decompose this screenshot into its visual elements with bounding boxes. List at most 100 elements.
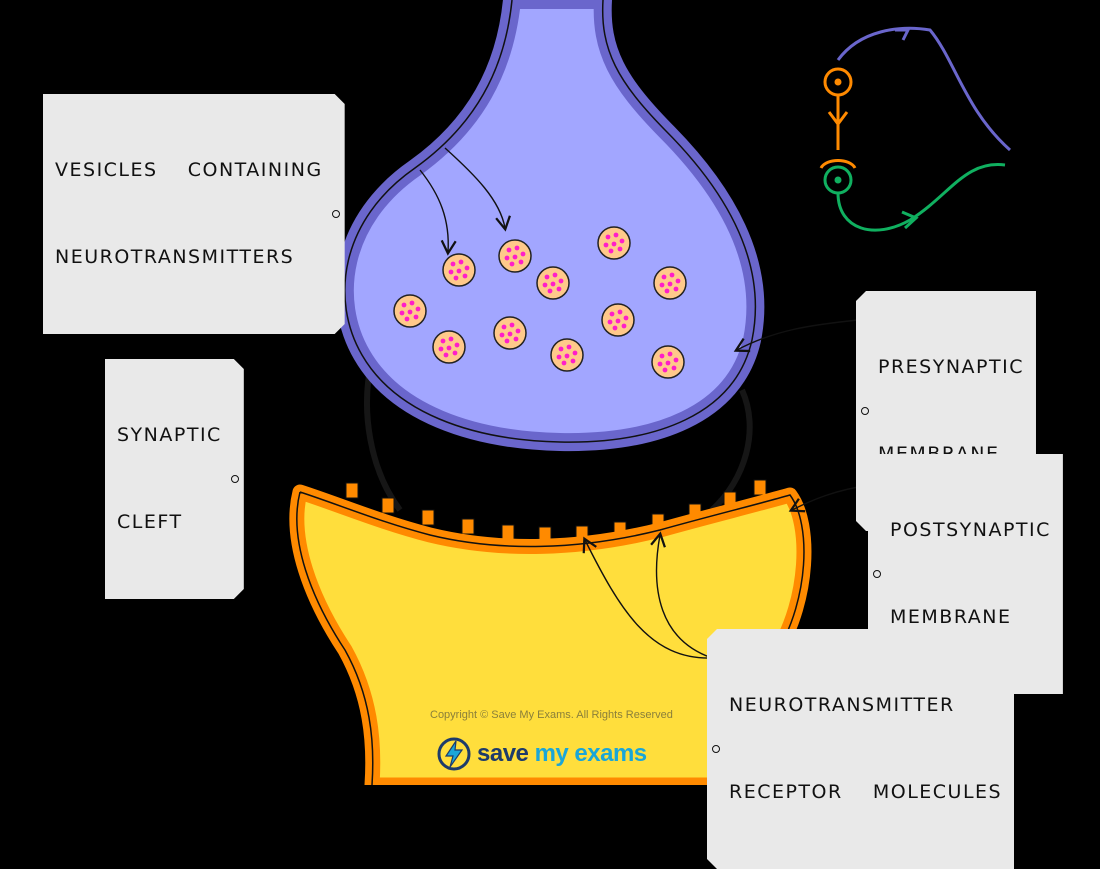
neurotransmitter-dot [462, 273, 468, 279]
brand-exams: exams [574, 740, 647, 767]
neurotransmitter-dot [617, 309, 623, 315]
neurotransmitter-dot [669, 272, 675, 278]
arrow-receptor-2 [650, 531, 713, 659]
neurotransmitter-dot [659, 353, 665, 359]
neurotransmitter-dot [671, 365, 677, 371]
arrow-vesicle-2 [444, 147, 511, 232]
copyright-text: Copyright © Save My Exams. All Rights Re… [430, 709, 673, 721]
lightning-icon [437, 737, 471, 771]
presynaptic-knob [335, 0, 765, 452]
brand-name: save my exams [477, 740, 647, 768]
neurotransmitter-dot [615, 318, 621, 324]
cleft-outline-right [709, 388, 753, 513]
neurotransmitter-dot [512, 254, 518, 260]
neurotransmitter-dot [564, 353, 570, 359]
neurotransmitter-dot [448, 269, 454, 275]
neurotransmitter-dot [404, 316, 410, 322]
presynaptic-knob-inner [344, 0, 757, 443]
neurotransmitter-dot [454, 342, 460, 348]
neurotransmitter-dot [520, 251, 526, 257]
neurotransmitter-dot [509, 261, 515, 267]
neurotransmitter-dot [609, 311, 615, 317]
neurotransmitter-dot [667, 351, 673, 357]
neurotransmitter-dot [413, 314, 419, 320]
neurotransmitter-dot [440, 338, 446, 344]
neurotransmitter-dot [570, 358, 576, 364]
receptor-molecule [501, 524, 515, 541]
tag-hole [231, 475, 239, 483]
neurotransmitter-dot [452, 350, 458, 356]
neurotransmitter-dot [542, 282, 548, 288]
label-vesicles-line1: VESICLES CONTAINING [55, 159, 323, 181]
neurotransmitter-dot [661, 274, 667, 280]
synapse-diagram [289, 0, 1011, 793]
neurotransmitter-dot [667, 281, 673, 287]
neurotransmitter-dot [443, 352, 449, 358]
brand-logo[interactable]: save my exams [437, 734, 647, 774]
receptor-molecule [461, 518, 475, 535]
brand-my: my [534, 740, 569, 767]
neurotransmitter-dot [619, 238, 625, 244]
receptor-molecule [753, 479, 767, 496]
neurotransmitter-dot [504, 255, 510, 261]
receptor-molecule [421, 509, 435, 526]
tag-hole [332, 210, 340, 218]
neurotransmitter-dot [438, 346, 444, 352]
neurotransmitter-dot [605, 234, 611, 240]
neurotransmitter-dot [613, 232, 619, 238]
neurotransmitter-dot [507, 331, 513, 337]
arrow-vesicle-1 [419, 169, 457, 256]
tag-hole [861, 407, 869, 415]
label-vesicles-line2: NEUROTRANSMITTERS [55, 246, 295, 268]
neurotransmitter-dot [556, 354, 562, 360]
neurotransmitter-dot [509, 322, 515, 328]
neurotransmitter-dot [558, 278, 564, 284]
vesicle-group [393, 226, 687, 379]
neurotransmitter-dot [673, 286, 679, 292]
tag-hole [712, 745, 720, 753]
neurotransmitter-dot [608, 248, 614, 254]
neurotransmitter-dot [621, 323, 627, 329]
neurotransmitter-dot [453, 275, 459, 281]
neurotransmitter-dot [657, 361, 663, 367]
neurotransmitter-dot [499, 332, 505, 338]
neurotransmitter-dot [506, 247, 512, 253]
neurotransmitter-dot [556, 286, 562, 292]
neurotransmitter-dot [547, 288, 553, 294]
label-cleft-line1: SYNAPTIC [117, 424, 222, 446]
neurotransmitter-dot [448, 336, 454, 342]
neurotransmitter-dot [504, 338, 510, 344]
neurotransmitter-dot [561, 360, 567, 366]
neurotransmitter-dot [501, 324, 507, 330]
neurotransmitter-dot [659, 282, 665, 288]
arrow-presynaptic [733, 319, 859, 353]
receptor-molecule [381, 497, 395, 514]
receptor-molecule [345, 482, 359, 499]
neurotransmitter-dot [623, 315, 629, 321]
arrow-receptor-1 [582, 536, 713, 659]
neurotransmitter-dot [552, 272, 558, 278]
synapse-illustration [289, 0, 1011, 793]
neurotransmitter-dot [399, 310, 405, 316]
neurotransmitter-dot [544, 274, 550, 280]
neurotransmitter-dot [450, 261, 456, 267]
neurotransmitter-dot [446, 345, 452, 351]
neurotransmitter-dot [518, 259, 524, 265]
neurotransmitter-dot [572, 350, 578, 356]
neurotransmitter-dot [464, 265, 470, 271]
neuron-synapse-icon [819, 26, 1011, 232]
neurotransmitter-dot [456, 268, 462, 274]
label-cleft-line2: CLEFT [117, 511, 183, 533]
label-postsynaptic-line1: POSTSYNAPTIC [890, 519, 1051, 541]
neurotransmitter-dot [407, 309, 413, 315]
label-presynaptic-line1: PRESYNAPTIC [878, 356, 1024, 378]
neurotransmitter-dot [409, 300, 415, 306]
neurotransmitter-dot [665, 360, 671, 366]
neurotransmitter-dot [513, 336, 519, 342]
neurotransmitter-dot [458, 259, 464, 265]
neurotransmitter-dot [607, 319, 613, 325]
neurotransmitter-dot [612, 325, 618, 331]
neurotransmitter-dot [515, 328, 521, 334]
neurotransmitter-dot [566, 344, 572, 350]
tag-hole [873, 570, 881, 578]
